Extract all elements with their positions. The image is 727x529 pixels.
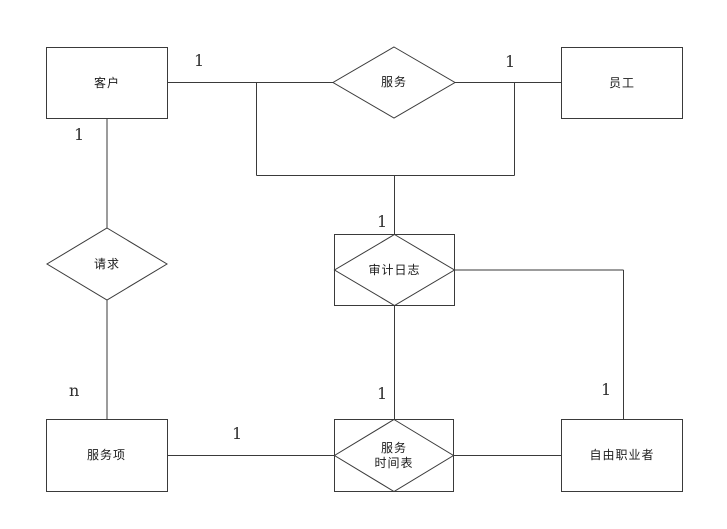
cardinality-customer-to-request: 1 [74,125,85,144]
cardinality-customer-to-service: 1 [194,51,205,70]
cardinality-freelancer-to-audit-log: 1 [601,380,612,399]
cardinality-audit-log-to-schedule: 1 [377,384,388,403]
relationship-service-diamond [332,46,456,119]
connector-lines [106,82,624,456]
relationship-audit-log-diamond [333,233,456,307]
entity-employee-box [561,47,683,119]
relationship-diamonds [46,46,456,493]
relationship-request-diamond [46,227,168,301]
cardinality-request-to-service-item: n [69,381,80,400]
entity-boxes [46,47,683,492]
entity-service-item-box [46,419,168,492]
relationship-schedule-diamond [333,418,455,493]
cardinality-bracket-to-audit-log: 1 [377,212,388,231]
entity-freelancer-box [561,419,683,492]
cardinality-service-to-employee: 1 [505,52,516,71]
entity-customer-box [46,47,168,119]
cardinality-service-item-to-schedule: 1 [232,424,243,443]
